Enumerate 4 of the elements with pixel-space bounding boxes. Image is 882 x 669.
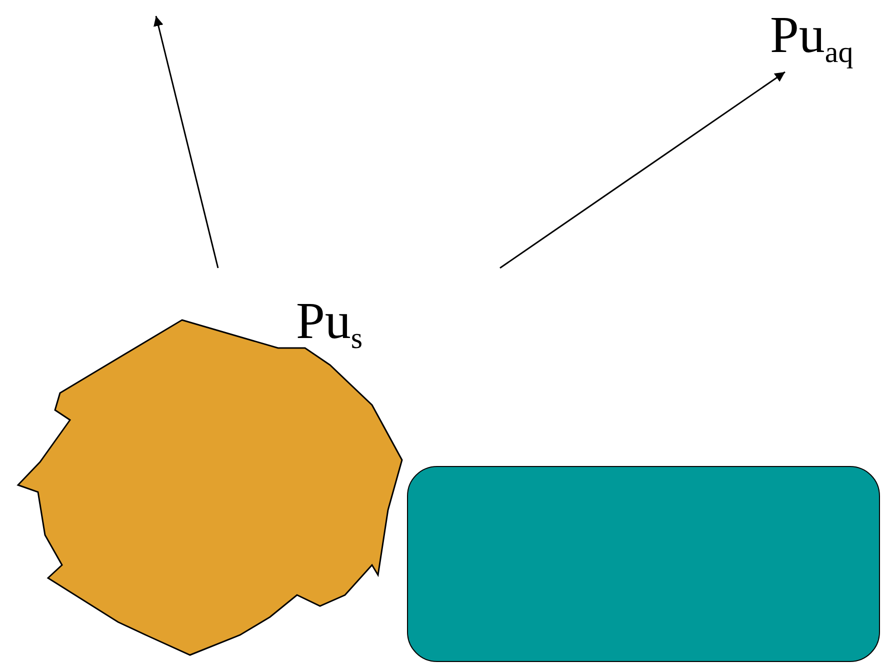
species-label: Pu$_{aq}$ [770, 10, 854, 68]
arrow [500, 71, 786, 269]
species-label: Pu$_{s}$ [296, 296, 363, 354]
rounded-block [407, 466, 880, 662]
